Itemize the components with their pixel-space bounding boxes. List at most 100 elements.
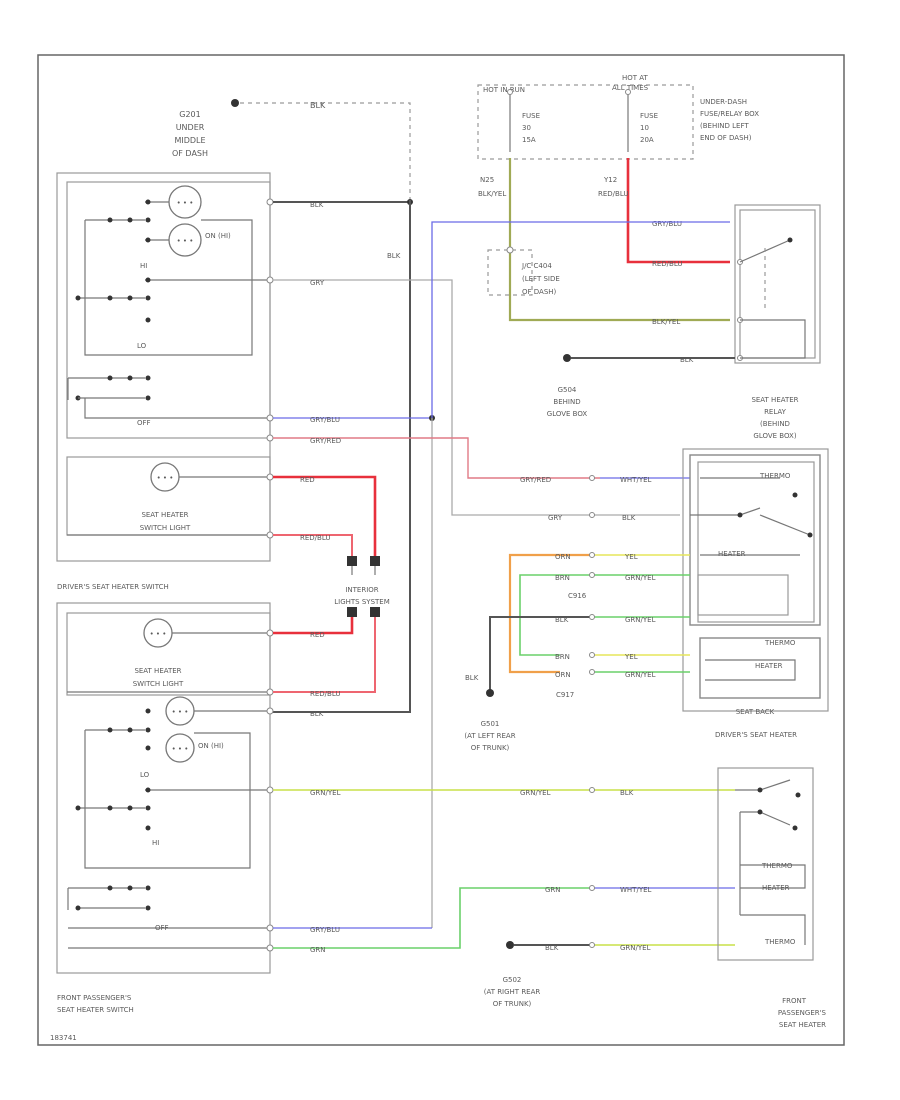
g201-ground: BLK G201 UNDER MIDDLE OF DASH — [172, 99, 411, 200]
g201-label: G201 — [179, 110, 200, 119]
thermo-driver-2: THERMO — [764, 639, 796, 647]
g502-ground: BLK GRN/YEL G502 (AT RIGHT REAR OF TRUNK… — [484, 941, 735, 1008]
on-hi-driver: ON (HI) — [205, 232, 231, 240]
relay-label-4: GLOVE BOX) — [753, 432, 796, 440]
wire-redblu-driver-light — [273, 534, 353, 560]
all-times-label: ALL TIMES — [612, 84, 649, 92]
int-light-label-1: INTERIOR — [345, 586, 378, 594]
orn-1-label: ORN — [555, 553, 571, 561]
driver-seat-heater-switch: • • • • • • ON (HI) HI LO — [56, 172, 271, 591]
whtyel-heater-label: WHT/YEL — [620, 476, 652, 484]
hi-indicator-lamp-driver: • • • — [168, 185, 202, 219]
grnyel-g502-label: GRN/YEL — [620, 944, 651, 952]
g501-label-2: (AT LEFT REAR — [464, 732, 515, 740]
seat-light-driver-1: SEAT HEATER — [141, 511, 188, 519]
y12-label: Y12 — [603, 176, 617, 184]
wire-red-pass-light — [273, 617, 354, 635]
passenger-seat-heater: THERMO HEATER THERMO FRONT PASSENGER'S S… — [717, 767, 827, 1029]
hi-label-driver: HI — [140, 262, 147, 270]
svg-text:• • •: • • • — [172, 708, 189, 716]
heater-driver-1: HEATER — [718, 550, 746, 558]
redblu-pass-light-label: RED/BLU — [310, 690, 341, 698]
g201-desc-2: MIDDLE — [174, 136, 205, 145]
connector-markers — [507, 89, 631, 948]
svg-text:• • •: • • • — [157, 474, 174, 482]
fuse-30-label: FUSE — [522, 112, 540, 120]
g504-label-1: G504 — [558, 386, 577, 394]
blk-label-top: BLK — [310, 101, 326, 110]
interior-lights-system: INTERIOR LIGHTS SYSTEM — [334, 556, 390, 617]
fusebox-desc-2: FUSE/RELAY BOX — [700, 110, 759, 118]
svg-text:• • •: • • • — [150, 630, 167, 638]
g504-label-2: BEHIND — [553, 398, 580, 406]
hi-label-pass: HI — [152, 839, 159, 847]
grnyel-2-label: GRN/YEL — [625, 616, 656, 624]
g502-label-2: (AT RIGHT REAR — [484, 988, 541, 996]
jc-label-3: OF DASH) — [522, 288, 557, 296]
jc-label-1: J/C C404 — [521, 262, 552, 270]
lo-label-pass: LO — [140, 771, 150, 779]
gryblu-pass-label: GRY/BLU — [310, 926, 340, 934]
blk-driver-label: BLK — [310, 201, 324, 209]
thermo-pass-2: THERMO — [764, 938, 796, 946]
jc-label-2: (LEFT SIDE — [522, 275, 560, 283]
jc-c404: J/C C404 (LEFT SIDE OF DASH) — [487, 246, 560, 296]
g504-label-3: GLOVE BOX — [547, 410, 588, 418]
wire-red-driver-light — [273, 475, 377, 560]
pass-heater-label-3: SEAT HEATER — [779, 1021, 826, 1029]
lo-indicator-lamp-pass: • • • — [165, 733, 195, 763]
blkyel-relay-label: BLK/YEL — [652, 318, 680, 326]
int-light-label-2: LIGHTS SYSTEM — [334, 598, 390, 606]
blkyel-fuse-label: BLK/YEL — [478, 190, 506, 198]
g501-label-1: G501 — [481, 720, 500, 728]
wire-redblu-fuse10 — [626, 158, 730, 264]
fusebox-desc-3: (BEHIND LEFT — [700, 122, 749, 130]
whtyel-pass-label: WHT/YEL — [620, 886, 652, 894]
blk-heater-label: BLK — [622, 514, 636, 522]
blk-pass-heater-label: BLK — [620, 789, 634, 797]
gry-driver-label: GRY — [310, 279, 325, 287]
seat-light-driver-2: SWITCH LIGHT — [140, 524, 191, 532]
c916-label: C916 — [568, 592, 587, 600]
grnyel-3-label: GRN/YEL — [625, 671, 656, 679]
seat-light-pass-1: SEAT HEATER — [134, 667, 181, 675]
c916-c917-wires: ORN YEL BRN GRN/YEL C916 BLK GRN/YEL BRN… — [489, 553, 690, 699]
gryred-heater-label: GRY/RED — [520, 476, 551, 484]
heater-pass-1: HEATER — [762, 884, 790, 892]
blk-pass-label: BLK — [310, 710, 324, 718]
relay-label-3: (BEHIND — [760, 420, 790, 428]
wire-gryblu-relay — [431, 221, 730, 418]
orn-2-label: ORN — [555, 671, 571, 679]
driver-seat-heater: THERMO HEATER THERMO HEATER SEAT BACK DR… — [682, 448, 829, 739]
reference-number: 183741 — [50, 1034, 77, 1042]
c917-label: C917 — [556, 691, 574, 699]
fuse-10-no: 10 — [640, 124, 649, 132]
n25-label: N25 — [480, 176, 494, 184]
pass-switch-label-1: FRONT PASSENGER'S — [57, 994, 132, 1002]
g501-ground: BLK G501 (AT LEFT REAR OF TRUNK) — [464, 674, 515, 752]
lo-label-driver: LO — [137, 342, 147, 350]
seat-heater-relay: SEAT HEATER RELAY (BEHIND GLOVE BOX) — [734, 204, 821, 440]
wire-gry-driver — [273, 279, 680, 516]
thermo-pass: THERMO — [761, 862, 793, 870]
pass-heater-label-2: PASSENGER'S — [778, 1009, 827, 1017]
gryblu-driver-label: GRY/BLU — [310, 416, 340, 424]
yel-2-label: YEL — [624, 653, 638, 661]
hot-at-label: HOT AT — [622, 74, 649, 82]
fuse-10-rating: 20A — [640, 136, 654, 144]
brn-1-label: BRN — [555, 574, 570, 582]
g501-label-3: OF TRUNK) — [471, 744, 510, 752]
grn-pass-label: GRN — [310, 946, 326, 954]
fusebox-desc-4: END OF DASH) — [700, 134, 752, 142]
red-pass-light-label: RED — [310, 631, 325, 639]
wire-redblu-pass-light — [273, 617, 376, 693]
heater-driver-2: HEATER — [755, 662, 783, 670]
driver-heater-label: DRIVER'S SEAT HEATER — [715, 731, 797, 739]
gry-heater-label: GRY — [548, 514, 563, 522]
svg-text:• • •: • • • — [177, 199, 194, 207]
brn-2-label: BRN — [555, 653, 570, 661]
redblu-driver-light-label: RED/BLU — [300, 534, 331, 542]
off-label-pass: OFF — [155, 924, 169, 932]
blk-c916-label: BLK — [555, 616, 569, 624]
